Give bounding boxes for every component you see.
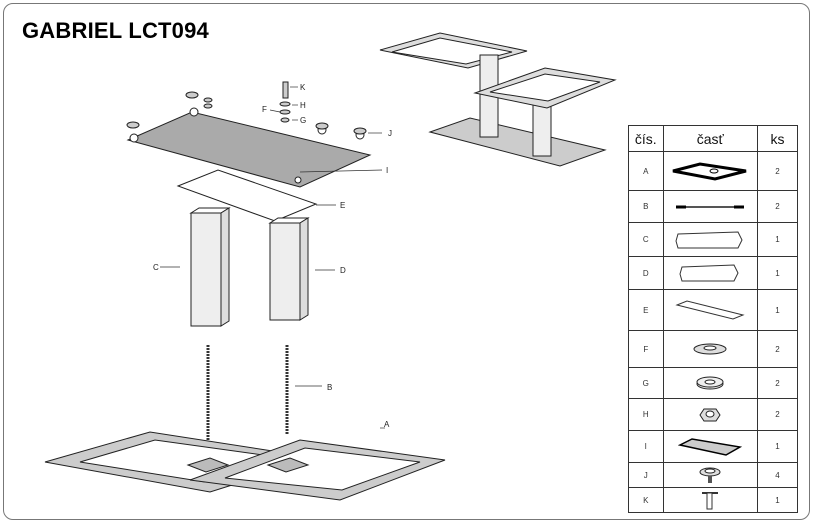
key-tool-icon — [702, 492, 719, 510]
leg-short-icon — [679, 264, 739, 282]
part-qty: 1 — [756, 430, 799, 463]
part-id: F — [628, 330, 664, 368]
header-number: čís. — [628, 125, 664, 152]
frame-base-icon — [672, 162, 747, 181]
base-frames — [44, 431, 446, 501]
part-id: D — [628, 256, 664, 290]
callout-i: I — [386, 166, 388, 175]
part-qty: 2 — [756, 151, 799, 191]
spring-washer-icon — [696, 376, 724, 390]
glass-pad-icon — [699, 467, 721, 483]
header-qty: ks — [756, 125, 799, 152]
leg-long-icon — [675, 230, 743, 248]
callout-k: K — [300, 83, 306, 92]
leg-d — [268, 217, 310, 321]
callout-g: G — [300, 116, 306, 125]
part-id: J — [628, 462, 664, 488]
part-id: G — [628, 367, 664, 399]
glass-top-icon — [678, 437, 743, 456]
callout-b: B — [327, 383, 332, 392]
part-qty: 2 — [756, 190, 799, 223]
part-id: H — [628, 398, 664, 431]
part-qty: 1 — [756, 487, 799, 513]
glass-top — [126, 107, 372, 188]
plate-icon — [675, 300, 745, 320]
part-qty: 4 — [756, 462, 799, 488]
part-id: K — [628, 487, 664, 513]
header-part: časť — [662, 125, 758, 152]
leg-c — [189, 207, 231, 327]
assembled-table-preview — [379, 32, 617, 167]
table-header: čís. časť ks — [628, 125, 799, 152]
washer-icon — [693, 343, 727, 355]
leader-lines — [160, 86, 385, 429]
callout-j: J — [388, 129, 392, 138]
diagram-frame — [3, 3, 810, 520]
product-title: GABRIEL LCT094 — [22, 18, 209, 43]
part-qty: 1 — [756, 256, 799, 290]
callout-e: E — [340, 201, 345, 210]
threaded-rod-icon — [676, 205, 745, 208]
part-id: B — [628, 190, 664, 223]
callout-h: H — [300, 101, 306, 110]
part-qty: 2 — [756, 367, 799, 399]
part-qty: 1 — [756, 289, 799, 331]
hardware-parts — [126, 81, 367, 135]
part-qty: 1 — [756, 222, 799, 257]
callout-d: D — [340, 266, 346, 275]
callout-c: C — [153, 263, 159, 272]
part-id: I — [628, 430, 664, 463]
part-id: E — [628, 289, 664, 331]
mounting-plate — [176, 169, 318, 222]
part-qty: 2 — [756, 330, 799, 368]
part-id: A — [628, 151, 664, 191]
nut-icon — [699, 408, 721, 421]
callout-f: F — [262, 105, 267, 114]
part-qty: 2 — [756, 398, 799, 431]
callout-a: A — [384, 420, 390, 429]
part-id: C — [628, 222, 664, 257]
